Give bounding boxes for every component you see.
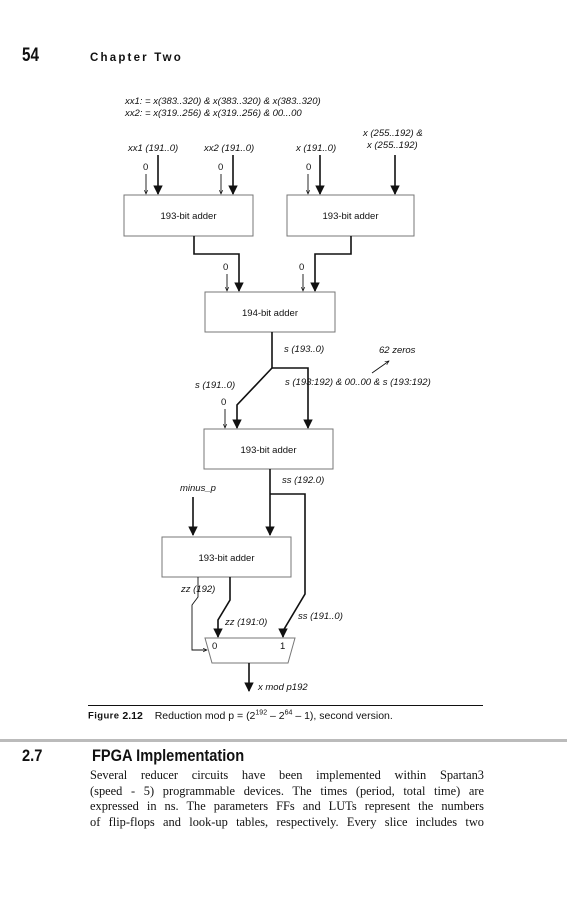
right-sum-wire [310, 236, 352, 292]
paragraph-line: of flip-flops and look-up tables, respec… [90, 814, 484, 829]
s-low-wire [232, 367, 273, 429]
mux-input-1: 1 [280, 641, 285, 652]
carry-zero-right: 0 [306, 162, 311, 173]
section-rule [0, 739, 567, 742]
left-sum-wire [193, 236, 244, 292]
paragraph-line: Several reducer circuits have been imple… [90, 768, 484, 782]
adder-193-minus-label: 193-bit adder [199, 553, 255, 564]
section-paragraph: Several reducer circuits have been imple… [90, 768, 484, 830]
figure-caption: Figure 2.12 Reduction mod p = (2192 – 26… [88, 709, 393, 722]
adder-193-right [286, 194, 415, 237]
definition-xx2: xx2: = x(319..256) & x(319..256) & 00...… [124, 108, 302, 119]
zz-low-label: zz (191:0) [224, 617, 267, 628]
minus-p-label: minus_p [180, 483, 216, 494]
figure-label: Figure [88, 710, 120, 722]
input-label-x-low: x (191..0) [295, 143, 336, 154]
adder-193-left-label: 193-bit adder [161, 211, 217, 222]
page-number: 54 [22, 45, 39, 66]
ss-low-wire [270, 493, 306, 638]
section-number: 2.7 [22, 746, 43, 765]
adder-193-minus [161, 536, 292, 578]
adder-194-label: 194-bit adder [242, 308, 298, 319]
adder-193-right-label: 193-bit adder [323, 211, 379, 222]
caption-rule [88, 705, 483, 706]
zeros-note: 62 zeros [379, 345, 416, 356]
definition-xx1: xx1: = x(383..320) & x(383..320) & x(383… [124, 96, 321, 107]
section-title: FPGA Implementation [92, 746, 245, 765]
adder-193-mid-label: 193-bit adder [241, 445, 297, 456]
ss-low-label: ss (191..0) [298, 611, 343, 622]
adder-193-left [123, 194, 254, 237]
zeros-pointer [371, 361, 389, 374]
mux-input-0: 0 [212, 641, 217, 652]
carry-zero-194-left: 0 [223, 262, 228, 273]
carry-zero-mid: 0 [221, 397, 226, 408]
s-full-label: s (193..0) [284, 344, 324, 355]
input-label-xx2: xx2 (191..0) [203, 143, 254, 154]
carry-zero-194-right: 0 [299, 262, 304, 273]
caption-text: Reduction mod p = (2192 – 264 – 1), seco… [154, 709, 393, 722]
output-label: x mod p192 [257, 682, 308, 693]
paragraph-line: (speed - 5) programmable devices. The ti… [90, 783, 484, 798]
chapter-header: Chapter Two [90, 52, 183, 64]
carry-zero-left2: 0 [218, 162, 223, 173]
paragraph-line: expressed in ns. The parameters FFs and … [90, 799, 484, 814]
multiplexer [204, 637, 296, 664]
input-label-x-high-2: x (255..192) [366, 140, 418, 151]
adder-193-mid [203, 428, 334, 470]
zz-low-wire [213, 577, 231, 638]
input-label-xx1: xx1 (191..0) [127, 143, 178, 154]
figure-number: 2.12 [122, 709, 143, 722]
s-low-label: s (191..0) [195, 380, 235, 391]
carry-zero-left: 0 [143, 162, 148, 173]
s-concat-wire [272, 367, 313, 429]
ss-full-label: ss (192.0) [282, 475, 324, 486]
s-concat-label: s (193:192) & 00..00 & s (193:192) [285, 377, 431, 388]
input-label-x-high-1: x (255..192) & [362, 128, 423, 139]
zz-msb-select-wire [191, 577, 207, 650]
adder-194 [204, 291, 336, 333]
reduction-circuit-diagram: xx1: = x(383..320) & x(383..320) & x(383… [123, 96, 431, 693]
